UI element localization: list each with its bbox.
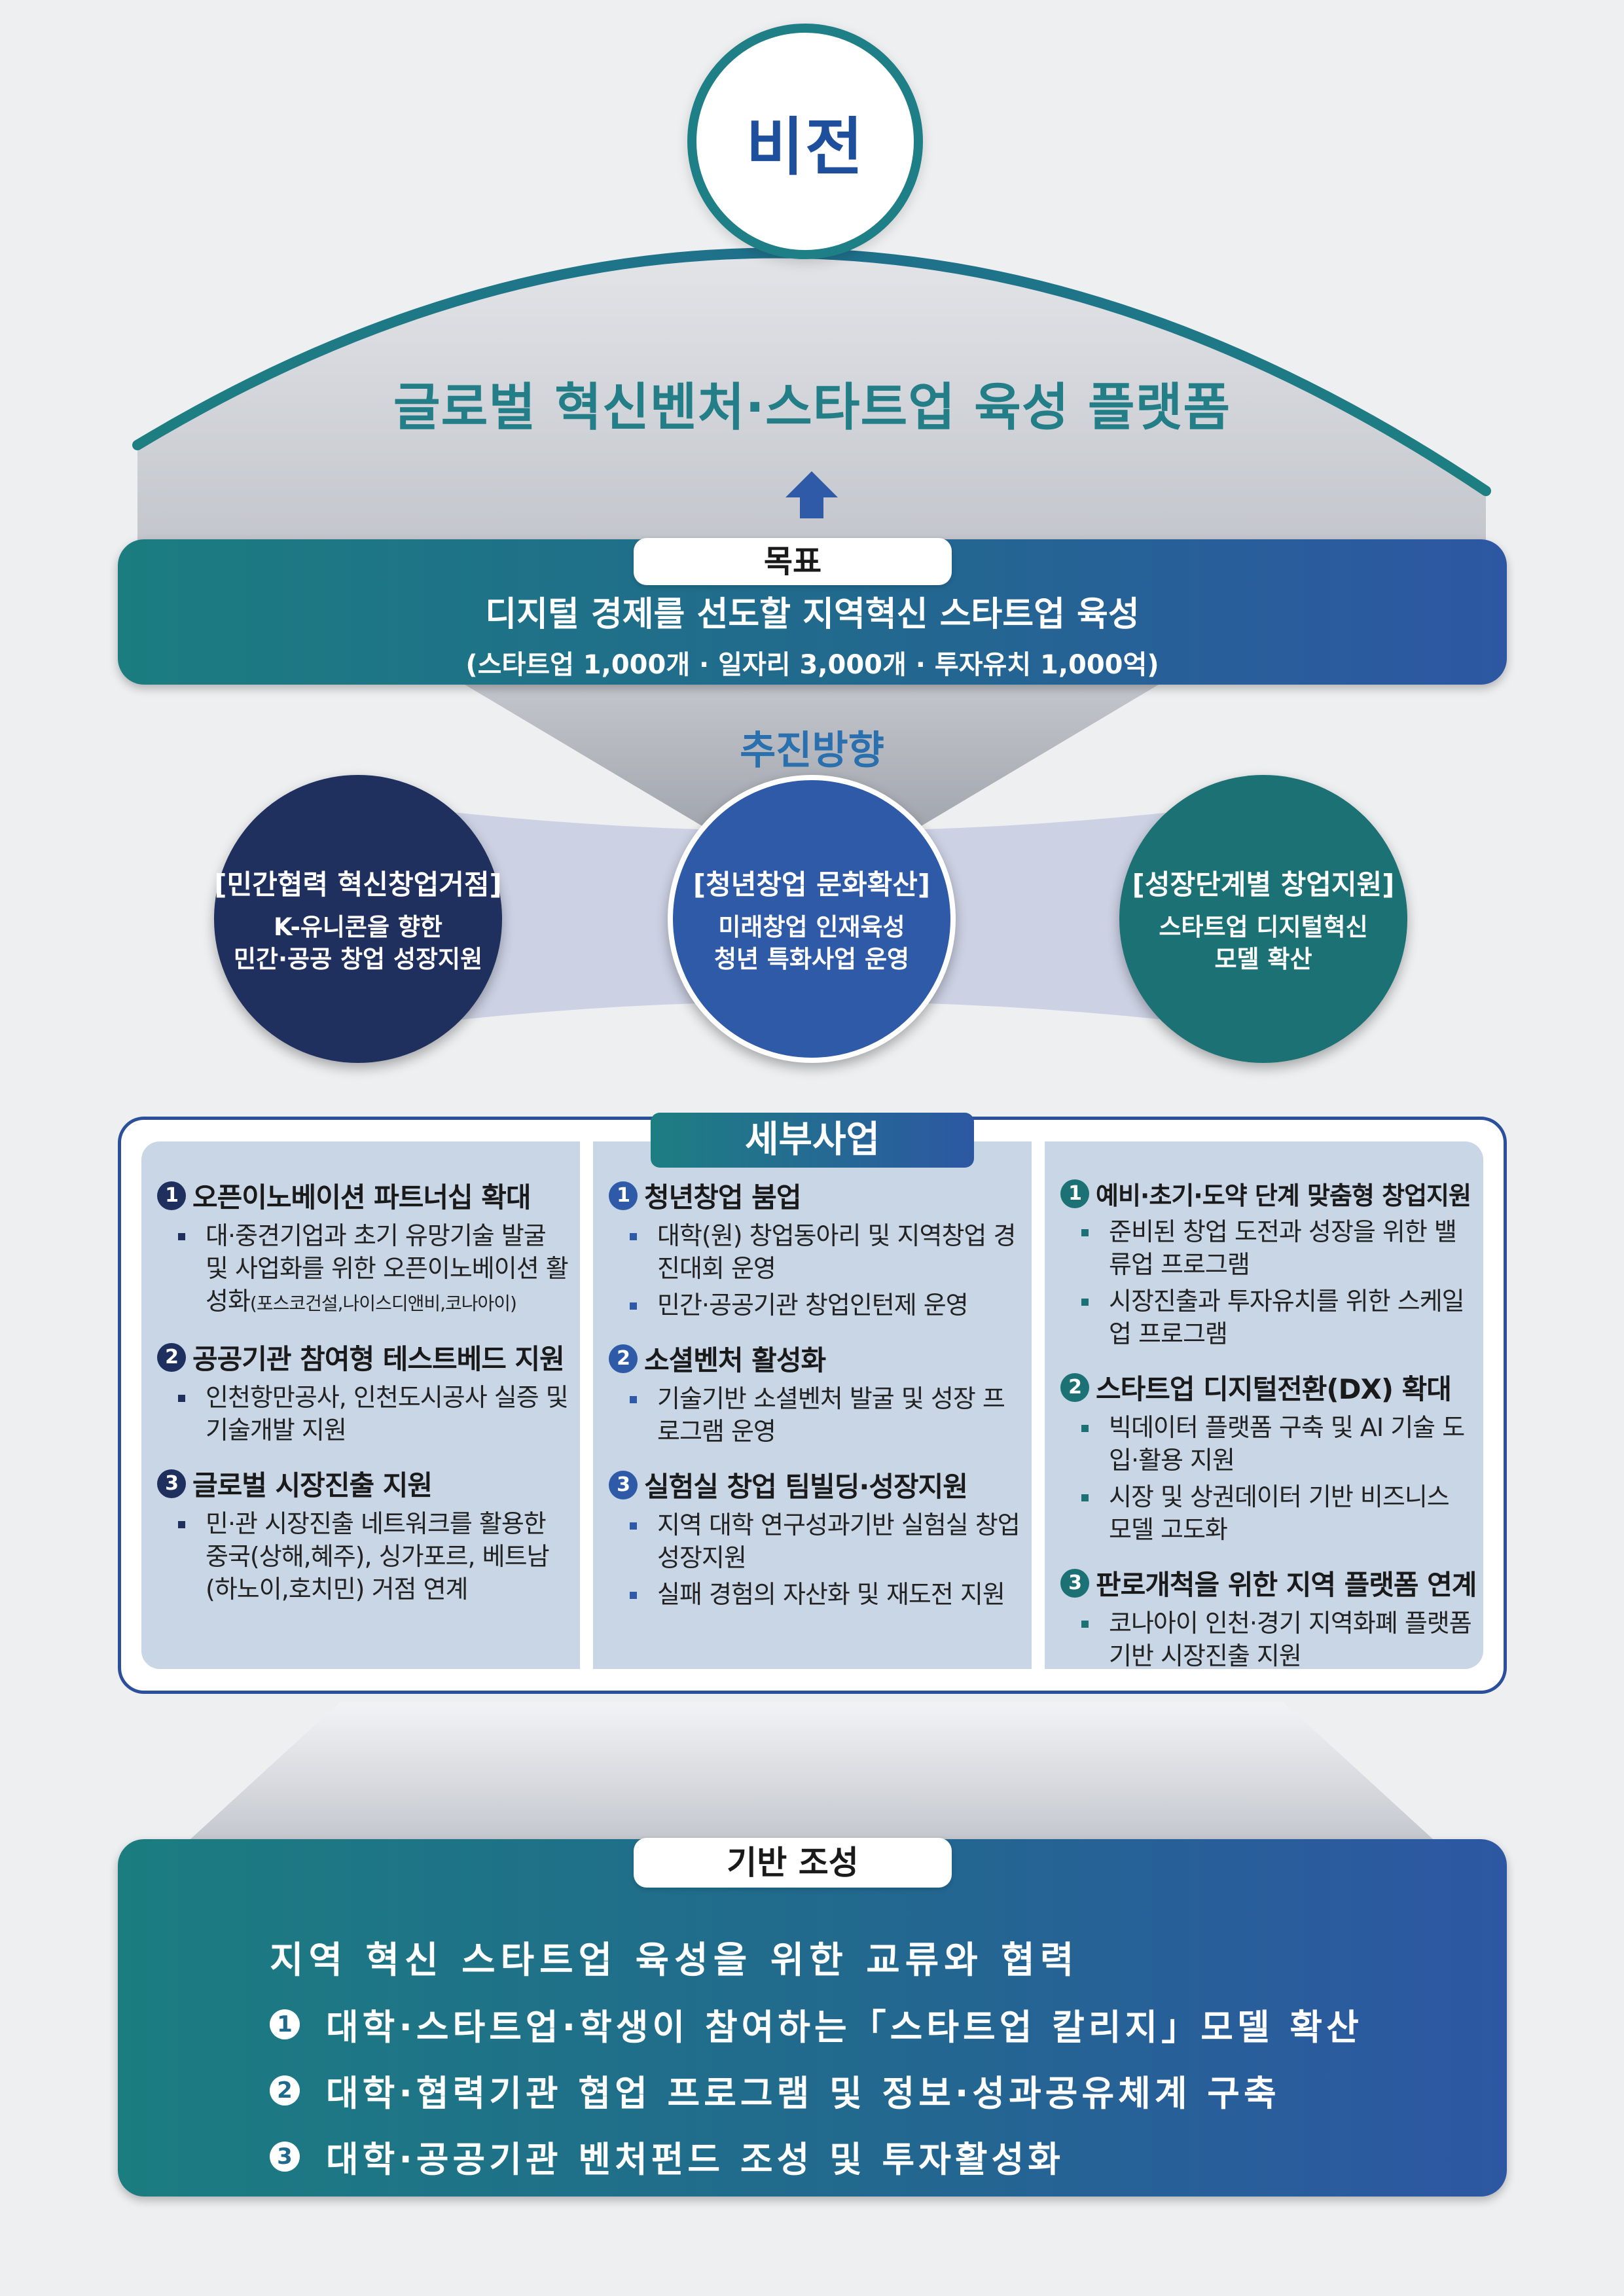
goal-tab: 목표 xyxy=(634,538,952,585)
foundation-item: 3 대학·공공기관 벤처펀드 조성 및 투자활성화 xyxy=(270,2130,1507,2182)
direction-circle-private: [민간협력 혁신창업거점] K-유니콘을 향한 민간·공공 창업 성장지원 xyxy=(214,775,502,1063)
foundation-item-text: 대학·스타트업·학생이 참여하는「스타트업 칼리지」모델 확산 xyxy=(326,2007,1363,2048)
vision-label: 비전 xyxy=(746,110,865,184)
detail-bullet: 빅데이터 플랫폼 구축 및 AI 기술 도입·활용 지원 xyxy=(1060,1411,1471,1477)
number-badge: 1 xyxy=(1060,1179,1089,1208)
number-badge: 1 xyxy=(157,1181,186,1210)
direction-title: 추진방향 xyxy=(740,728,884,774)
detail-item-title: 스타트업 디지털전환(DX) 확대 xyxy=(1096,1373,1452,1405)
goal-sub-text: (스타트업 1,000개 · 일자리 3,000개 · 투자유치 1,000억) xyxy=(465,650,1159,680)
detail-bullet: 코나아이 인천·경기 지역화폐 플랫폼 기반 시장진출 지원 xyxy=(1060,1607,1472,1672)
number-badge: 3 xyxy=(609,1470,638,1499)
detail-bullet-note: (포스코건설,나이스디앤비,코나아이) xyxy=(249,1293,517,1314)
number-badge: 3 xyxy=(270,2141,300,2172)
foundation-item-text: 대학·협력기관 협업 프로그램 및 정보·성과공유체계 구축 xyxy=(326,2073,1280,2114)
details-funnel xyxy=(183,1702,1440,1846)
foundation-item: 2 대학·협력기관 협업 프로그램 및 정보·성과공유체계 구축 xyxy=(270,2064,1507,2116)
detail-item-title: 판로개척을 위한 지역 플랫폼 연계 xyxy=(1096,1569,1477,1601)
number-badge: 3 xyxy=(157,1469,186,1498)
number-badge: 2 xyxy=(270,2075,300,2106)
direction-line-1a: K-유니콘을 향한 xyxy=(274,913,442,942)
number-badge: 1 xyxy=(270,2009,300,2039)
direction-line-3b: 모델 확산 xyxy=(1214,944,1312,973)
detail-bullet: 실패 경험의 자산화 및 재도전 지원 xyxy=(609,1578,1020,1611)
direction-line-1b: 민간·공공 창업 성장지원 xyxy=(233,944,483,973)
detail-bullet: 민간·공공기관 창업인턴제 운영 xyxy=(609,1289,1020,1321)
direction-title-3: [성장단계별 창업지원] xyxy=(1132,869,1395,901)
number-badge: 2 xyxy=(157,1342,186,1372)
number-badge: 2 xyxy=(609,1344,638,1373)
direction-title-1: [민간협력 혁신창업거점] xyxy=(214,869,502,901)
vision-circle: 비전 xyxy=(687,24,923,259)
vision-arc-area xyxy=(137,253,1486,543)
detail-item-title: 오픈이노베이션 파트너십 확대 xyxy=(192,1181,532,1213)
direction-line-2b: 청년 특화사업 운영 xyxy=(713,944,910,973)
detail-bullet: 대학(원) 창업동아리 및 지역창업 경진대회 운영 xyxy=(609,1219,1020,1285)
detail-bullet: 시장진출과 투자유치를 위한 스케일업 프로그램 xyxy=(1060,1285,1471,1350)
number-badge: 1 xyxy=(609,1181,638,1210)
foundation-item-text: 대학·공공기관 벤처펀드 조성 및 투자활성화 xyxy=(326,2139,1064,2180)
detail-bullet: 기술기반 소셜벤처 발굴 및 성장 프로그램 운영 xyxy=(609,1382,1020,1448)
foundation-box: 지역 혁신 스타트업 육성을 위한 교류와 협력 1 대학·스타트업·학생이 참… xyxy=(118,1839,1507,2197)
number-badge: 3 xyxy=(1060,1568,1089,1598)
goal-main-text: 디지털 경제를 선도할 지역혁신 스타트업 육성 xyxy=(485,595,1140,634)
detail-item-title: 청년창업 붐업 xyxy=(644,1181,801,1213)
goal-funnel xyxy=(458,681,1165,864)
direction-circle-growth: [성장단계별 창업지원] 스타트업 디지털혁신 모델 확산 xyxy=(1119,775,1407,1063)
detail-item-title: 소셜벤처 활성화 xyxy=(644,1344,826,1376)
detail-bullet-text: 대·중견기업과 초기 유망기술 발굴 및 사업화를 위한 오픈이노베이션 활성화 xyxy=(206,1221,569,1316)
detail-bullet: 시장 및 상권데이터 기반 비즈니스 모델 고도화 xyxy=(1060,1480,1471,1546)
up-arrow-icon xyxy=(785,471,838,518)
detail-bullet: 준비된 창업 도전과 성장을 위한 밸류업 프로그램 xyxy=(1060,1215,1471,1281)
direction-circle-youth: [청년창업 문화확산] 미래창업 인재육성 청년 특화사업 운영 xyxy=(668,775,956,1063)
detail-bullet: 민·관 시장진출 네트워크를 활용한 중국(상해,혜주), 싱가포르, 베트남 … xyxy=(157,1507,568,1605)
detail-item-title: 실험실 창업 팀빌딩·성장지원 xyxy=(644,1471,968,1503)
details-tab: 세부사업 xyxy=(651,1113,974,1168)
direction-line-3a: 스타트업 디지털혁신 xyxy=(1159,913,1368,942)
foundation-item: 1 대학·스타트업·학생이 참여하는「스타트업 칼리지」모델 확산 xyxy=(270,1998,1507,2050)
detail-bullet: 인천항만공사, 인천도시공사 실증 및 기술개발 지원 xyxy=(157,1381,569,1446)
direction-title-2: [청년창업 문화확산] xyxy=(693,869,931,901)
detail-bullet: 지역 대학 연구성과기반 실험실 창업 성장지원 xyxy=(609,1509,1020,1574)
number-badge: 2 xyxy=(1060,1372,1089,1402)
detail-bullet: 대·중견기업과 초기 유망기술 발굴 및 사업화를 위한 오픈이노베이션 활성화… xyxy=(157,1219,569,1320)
detail-item-title: 예비·초기·도약 단계 맞춤형 창업지원 xyxy=(1096,1181,1471,1210)
foundation-tab: 기반 조성 xyxy=(634,1838,952,1888)
detail-item-title: 공공기관 참여형 테스트베드 지원 xyxy=(192,1343,565,1375)
direction-line-2a: 미래창업 인재육성 xyxy=(718,913,905,942)
detail-item-title: 글로벌 시장진출 지원 xyxy=(192,1469,433,1501)
foundation-title: 지역 혁신 스타트업 육성을 위한 교류와 협력 xyxy=(270,1939,1079,1982)
vision-statement: 글로벌 혁신벤처·스타트업 육성 플랫폼 xyxy=(393,378,1231,437)
